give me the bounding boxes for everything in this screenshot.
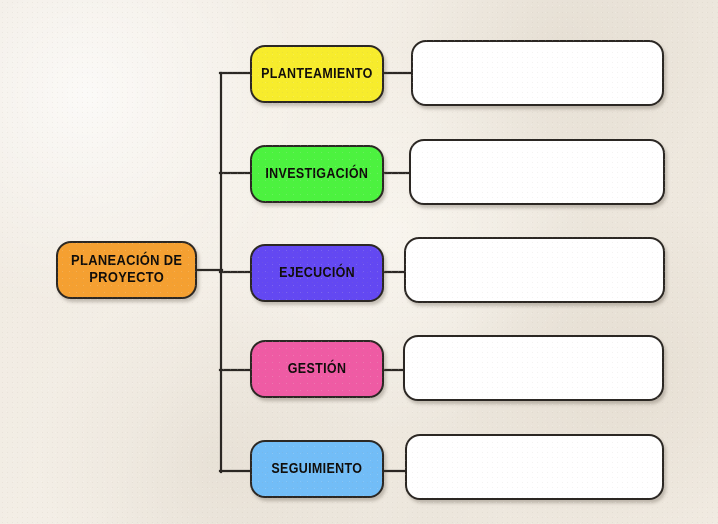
stage-node-seguimiento[interactable]: SEGUIMIENTO: [250, 440, 384, 498]
stage-node-ejecucion[interactable]: EJECUCIÓN: [250, 244, 384, 302]
stage-node-label: EJECUCIÓN: [279, 264, 355, 281]
detail-node-seguimiento[interactable]: [405, 434, 664, 500]
stage-node-planteamiento[interactable]: PLANTEAMIENTO: [250, 45, 384, 103]
stage-node-label: GESTIÓN: [287, 360, 347, 377]
root-node[interactable]: PLANEACIÓN DE PROYECTO: [56, 241, 197, 299]
stage-node-label: PLANTEAMIENTO: [261, 65, 373, 82]
stage-node-gestion[interactable]: GESTIÓN: [250, 340, 384, 398]
stage-node-label: SEGUIMIENTO: [271, 460, 363, 477]
detail-node-ejecucion[interactable]: [404, 237, 665, 303]
stage-node-investigacion[interactable]: INVESTIGACIÓN: [250, 145, 384, 203]
detail-node-planteamiento[interactable]: [411, 40, 664, 106]
root-node-label: PLANEACIÓN DE PROYECTO: [70, 252, 183, 286]
detail-node-gestion[interactable]: [403, 335, 664, 401]
detail-node-investigacion[interactable]: [409, 139, 665, 205]
stage-node-label: INVESTIGACIÓN: [265, 165, 369, 182]
